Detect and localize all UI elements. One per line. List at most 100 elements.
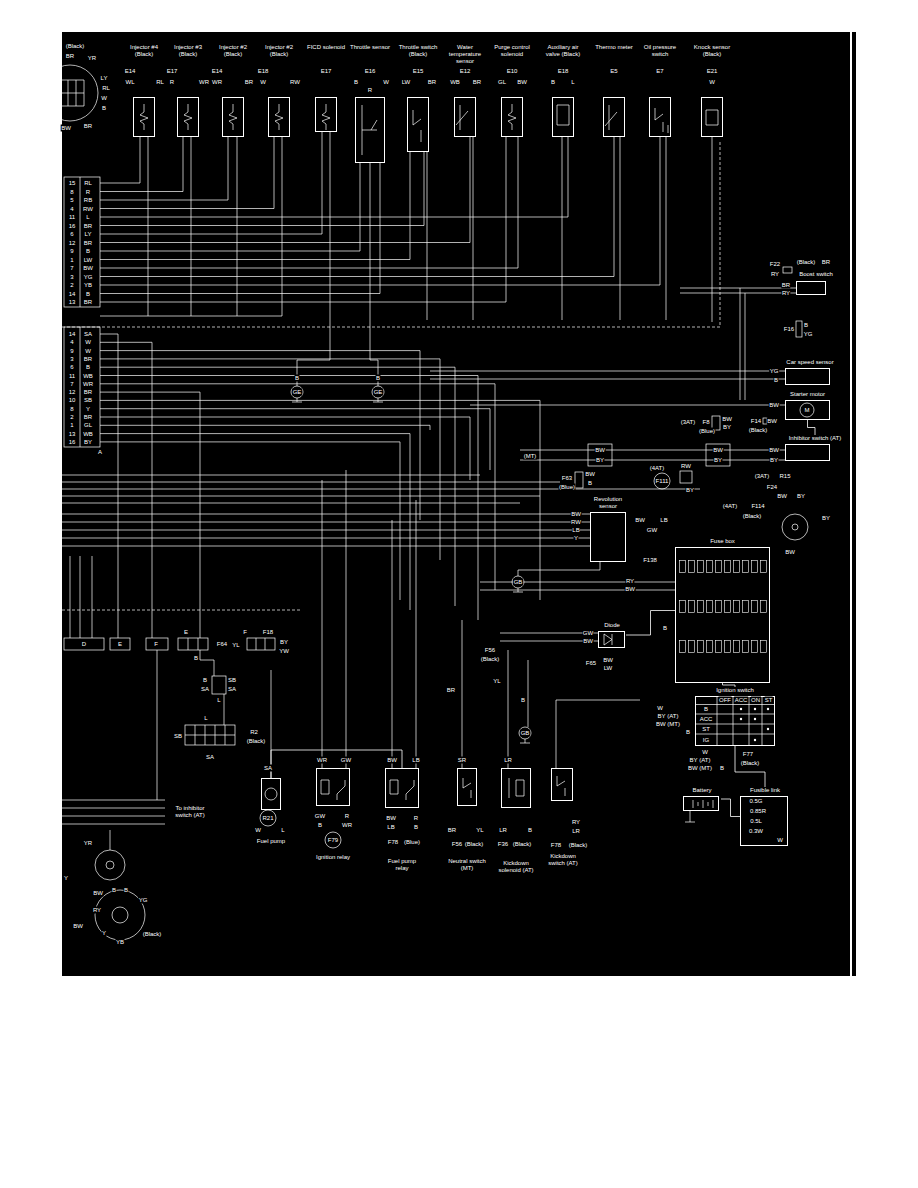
pin-number: 13 [68, 299, 76, 306]
component-label: Fuel pump [256, 838, 286, 845]
wire-art [783, 267, 792, 273]
component-box: FICD solenoid [304, 44, 348, 132]
component-label: Knock sensor (Black) [690, 44, 734, 58]
component-symbol [683, 796, 719, 811]
wire-code: W [657, 705, 664, 712]
component-box: Inhibitor switch (AT) [785, 435, 845, 461]
component-label: Car speed sensor [785, 359, 835, 366]
wire-code: BR [83, 239, 92, 246]
wire-code: YR [83, 840, 92, 847]
connector-id: E18 [557, 68, 569, 75]
wire-code: BY [821, 515, 830, 522]
wire-code: RB [83, 197, 92, 204]
connector-id: E14 [124, 68, 136, 75]
component-symbol [133, 97, 155, 137]
wire-art [95, 890, 145, 940]
connector-id: F78 [550, 842, 561, 849]
wire-code: WR [317, 757, 328, 764]
wire-art [100, 334, 540, 638]
wire-code: B [773, 377, 778, 384]
wire-code: BY [279, 639, 288, 646]
component-text: Ignition relay [312, 854, 354, 861]
wire-code: GL [497, 79, 506, 86]
pin-number: 14 [68, 290, 76, 297]
wire-code: 0.5L [750, 818, 763, 825]
wire-code: E [117, 641, 122, 648]
component-label: Battery [683, 787, 721, 794]
component-symbol [796, 281, 826, 295]
wire-art [782, 514, 808, 540]
note-text: To inhibitor switch (AT) [167, 805, 214, 819]
component-label: Ignition relay [312, 854, 354, 861]
component-box: Ignition relay [312, 768, 354, 861]
switch-dots [740, 708, 769, 741]
component-symbol [454, 97, 476, 137]
pin-number: 9 [70, 248, 74, 255]
wire-code: L [281, 827, 285, 834]
component-box: Kickdown switch (AT) [543, 768, 583, 867]
wire-code: B [123, 887, 128, 894]
wire-code: B [662, 625, 667, 632]
wire-code: BW [585, 471, 596, 478]
wire-code: RY [92, 907, 101, 914]
wire-art [291, 386, 303, 398]
component-text: Fusible link [740, 787, 790, 794]
wire-code: D [81, 641, 86, 648]
component-symbol [268, 97, 290, 137]
component-symbol [603, 97, 625, 137]
wire-code: LY [84, 231, 92, 238]
component-symbol [315, 97, 337, 132]
component-box: Fuel pump [256, 778, 286, 845]
wire-art [695, 696, 775, 746]
wire-code: GW [582, 630, 593, 637]
wire-code: SB [83, 397, 92, 404]
wire-code: B [111, 887, 116, 894]
component-text: Starter motor [785, 391, 830, 398]
wire-code: GB [513, 579, 523, 586]
component-label: Revolution sensor [588, 496, 628, 510]
component-text: Injector #2 (Black) [211, 44, 255, 58]
wire-code: YG [769, 368, 779, 375]
connector-id: F111 [655, 478, 669, 485]
component-label: Injector #3 (Black) [166, 44, 210, 58]
component-box: Auxiliary air valve (Black) [541, 44, 585, 137]
wire-code: BW [73, 923, 84, 930]
wire-art [100, 132, 660, 302]
wire-code: WR [342, 822, 353, 829]
component-symbol [785, 444, 830, 461]
wire-art [260, 810, 276, 826]
wire-art [256, 638, 265, 650]
connector-id: F36 [497, 841, 508, 848]
wire-code: (4AT) [722, 503, 738, 510]
wire-code: (Black) [480, 656, 500, 663]
wire-art [792, 524, 798, 530]
shield-line [62, 140, 720, 610]
wire-code: YW [279, 648, 290, 655]
wire-code: LY [100, 75, 108, 82]
connector-id: F18 [262, 629, 273, 636]
component-text: Kickdown solenoid (AT) [494, 860, 538, 874]
wire-code: L [204, 715, 208, 722]
component-label: Injector #4 (Black) [122, 44, 166, 58]
wire-code: RW [681, 463, 692, 470]
wire-art [62, 556, 224, 850]
component-symbol [785, 368, 830, 385]
connector-id: E17 [320, 68, 332, 75]
wire-code: BW [517, 79, 528, 86]
component-box: Injector #2 (Black) [257, 44, 301, 137]
pin-number: 4 [70, 339, 74, 346]
wire-art [185, 725, 235, 745]
component-label: Fusible link [740, 787, 790, 794]
connector-id: F65 [585, 660, 596, 667]
wire-art [52, 80, 84, 106]
component-box: Boost switch [796, 271, 836, 295]
wire-art [519, 727, 531, 739]
wire-art [100, 132, 712, 386]
wire-code: 0.85R [749, 808, 766, 815]
wire-code: RY [571, 819, 580, 826]
wire-code: B [803, 322, 808, 329]
wire-code: B [527, 827, 532, 834]
wire-art [212, 676, 226, 694]
component-box: Throttle sensor [348, 44, 392, 163]
